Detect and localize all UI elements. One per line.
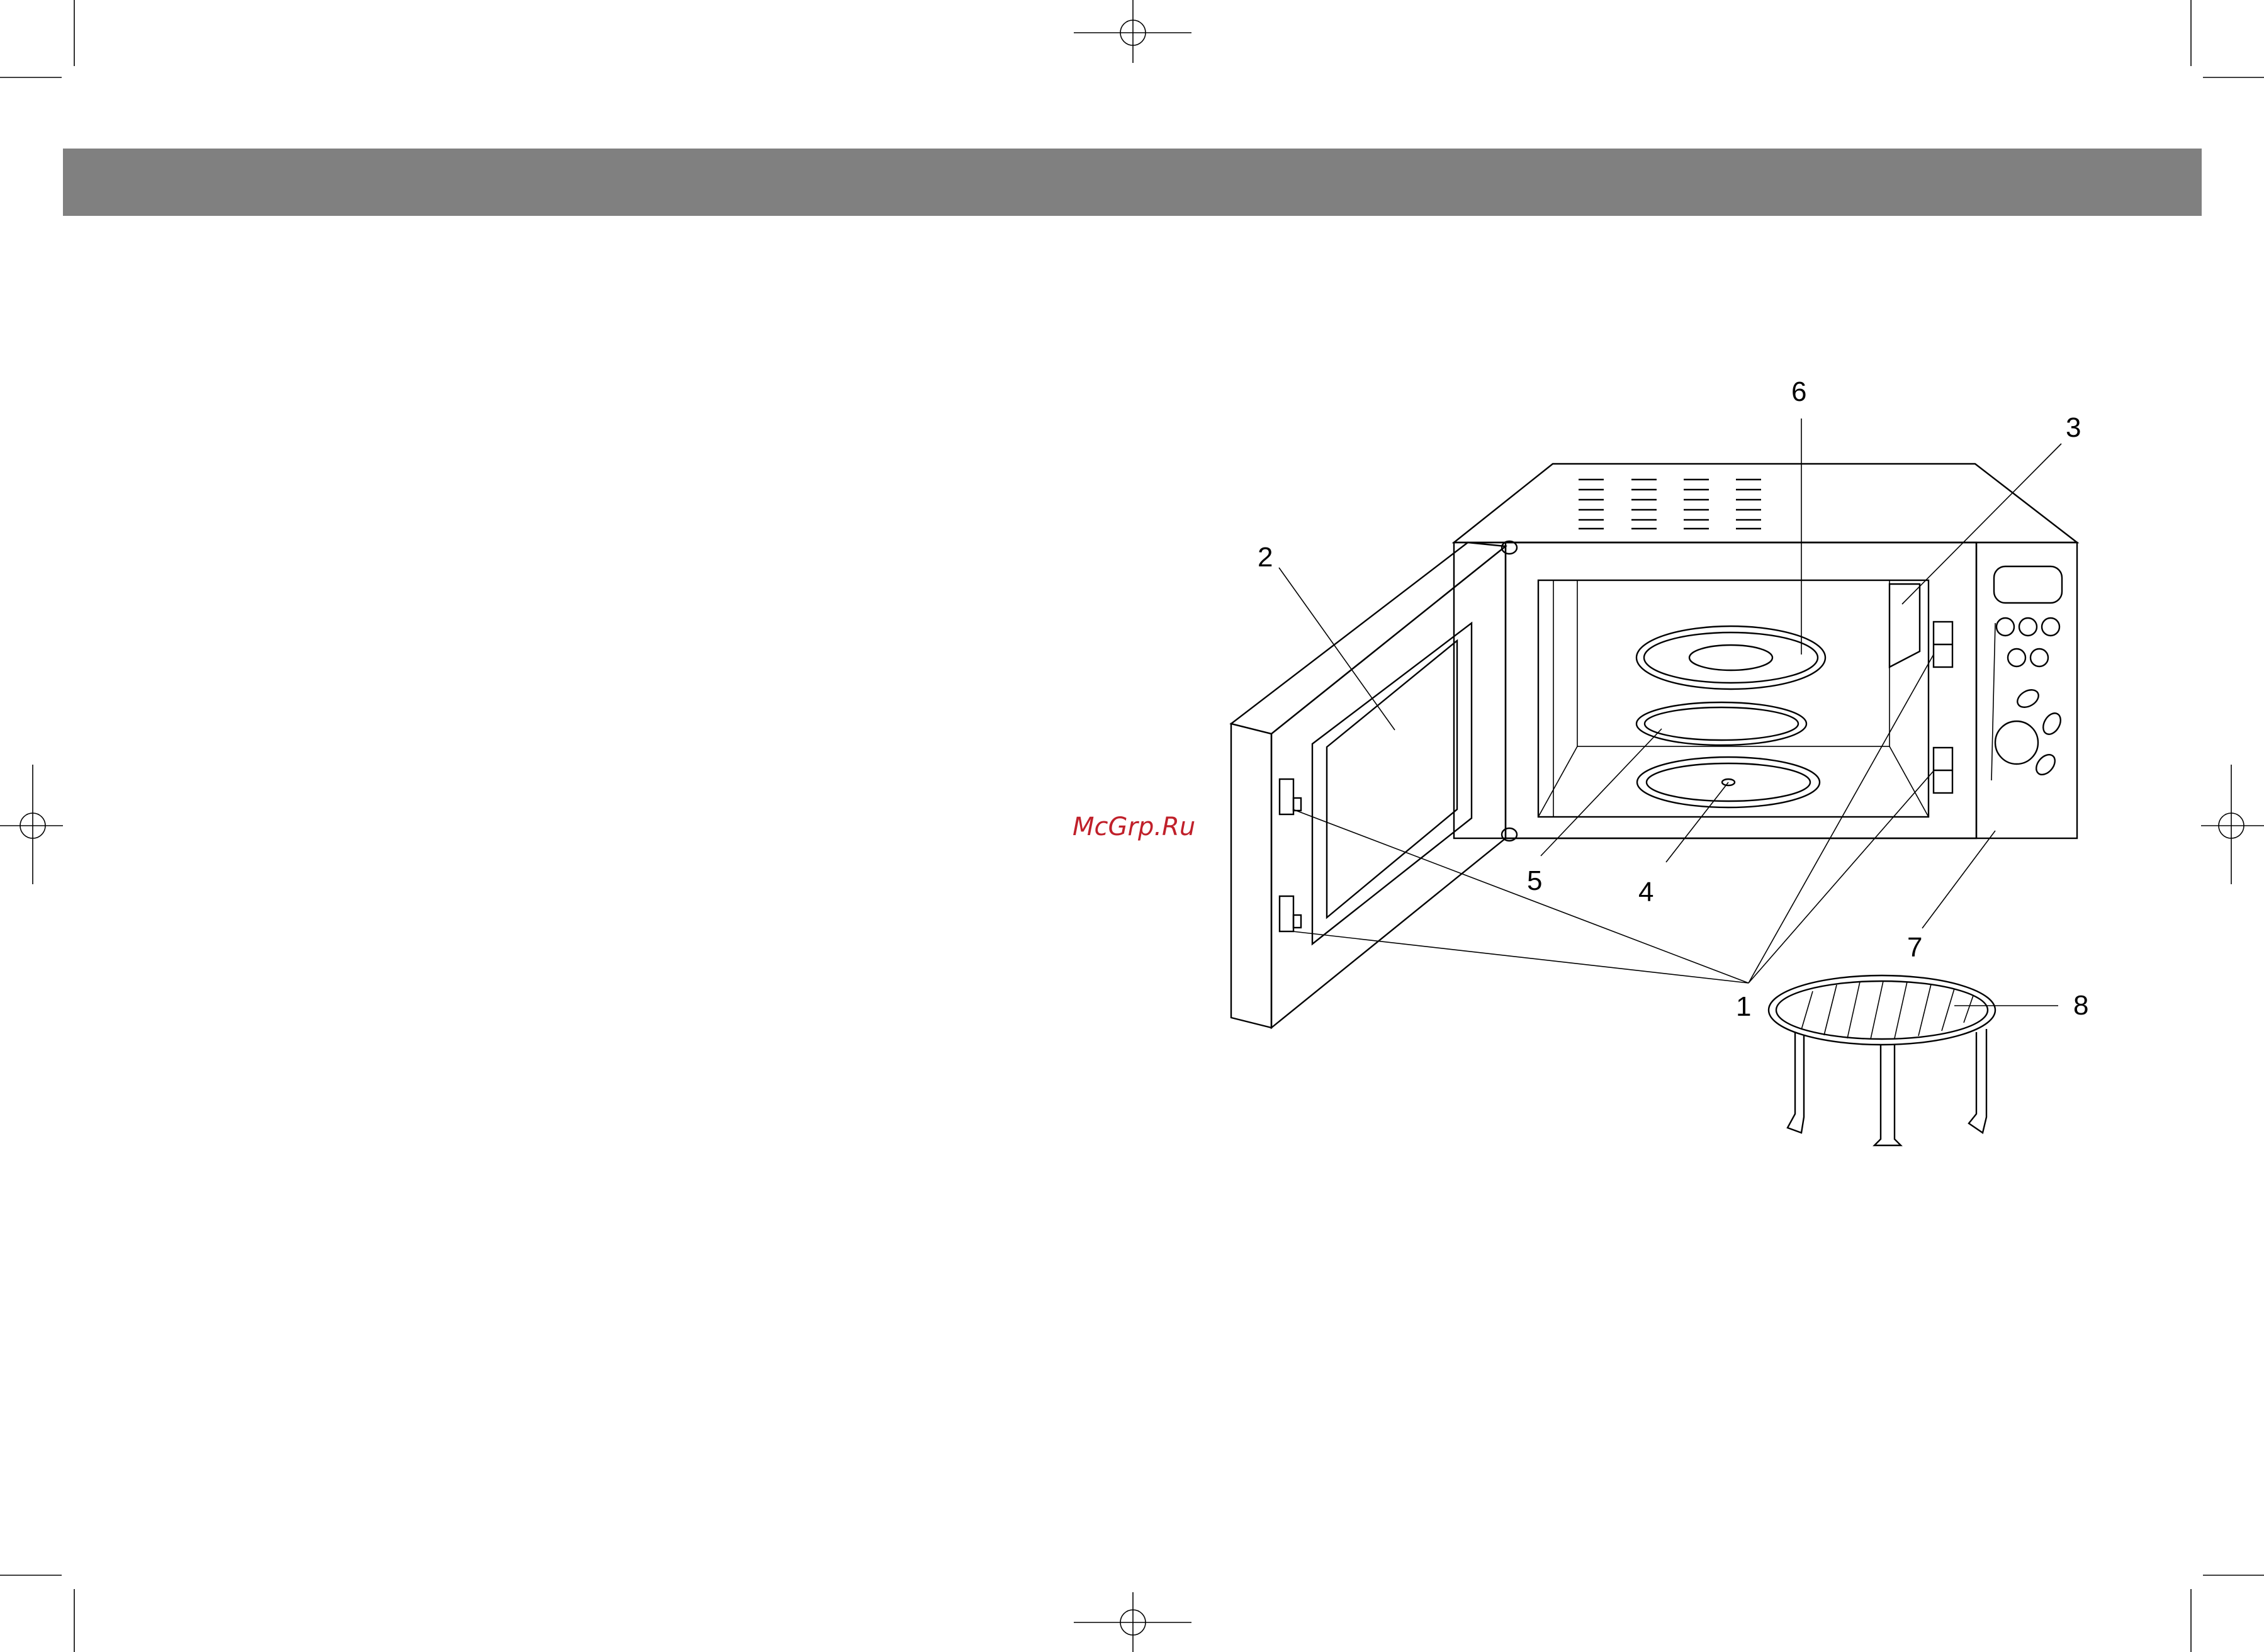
microwave-body bbox=[1454, 464, 2077, 841]
grill-rack bbox=[1769, 975, 1995, 1145]
door-inner-face bbox=[1271, 546, 1506, 1028]
door-hinges bbox=[1502, 541, 1517, 841]
cavity-back-wall bbox=[1577, 580, 1889, 746]
front-frame bbox=[1454, 542, 2077, 838]
microwave-door bbox=[1231, 542, 1506, 1028]
callout-4: 4 bbox=[1638, 877, 1653, 907]
watermark: McGrp.Ru bbox=[1073, 812, 1195, 841]
cavity-outer bbox=[1538, 580, 1929, 817]
door-opening bbox=[1506, 542, 1976, 838]
callout-5: 5 bbox=[1527, 865, 1542, 896]
crop-mark-top-left bbox=[0, 0, 74, 77]
registration-mark-bottom bbox=[1074, 1592, 1191, 1652]
crop-mark-bottom-right bbox=[2191, 1575, 2264, 1652]
callout-8: 8 bbox=[2073, 990, 2088, 1021]
grill-heater bbox=[1636, 626, 1825, 689]
callout-7: 7 bbox=[1907, 932, 1922, 963]
waveguide-cover bbox=[1889, 584, 1920, 667]
registration-mark-left bbox=[0, 765, 63, 884]
door-window-frame bbox=[1312, 623, 1472, 944]
door-side bbox=[1231, 724, 1271, 1028]
callout-2: 2 bbox=[1258, 542, 1273, 573]
crop-mark-top-right bbox=[2191, 0, 2264, 77]
top-panel bbox=[1454, 464, 2077, 542]
roller-ring bbox=[1636, 702, 1806, 745]
door-window bbox=[1327, 641, 1457, 918]
door-hooks bbox=[1280, 779, 1301, 931]
control-panel bbox=[1991, 566, 2064, 780]
registration-mark-top bbox=[1074, 0, 1191, 63]
door-interlock-slots bbox=[1934, 622, 1952, 793]
callout-3: 3 bbox=[2066, 412, 2081, 443]
crop-mark-bottom-left bbox=[0, 1575, 74, 1652]
registration-mark-right bbox=[2201, 765, 2264, 884]
callout-1: 1 bbox=[1736, 991, 1751, 1022]
top-vents bbox=[1579, 480, 1761, 529]
callout-6: 6 bbox=[1791, 376, 1806, 407]
